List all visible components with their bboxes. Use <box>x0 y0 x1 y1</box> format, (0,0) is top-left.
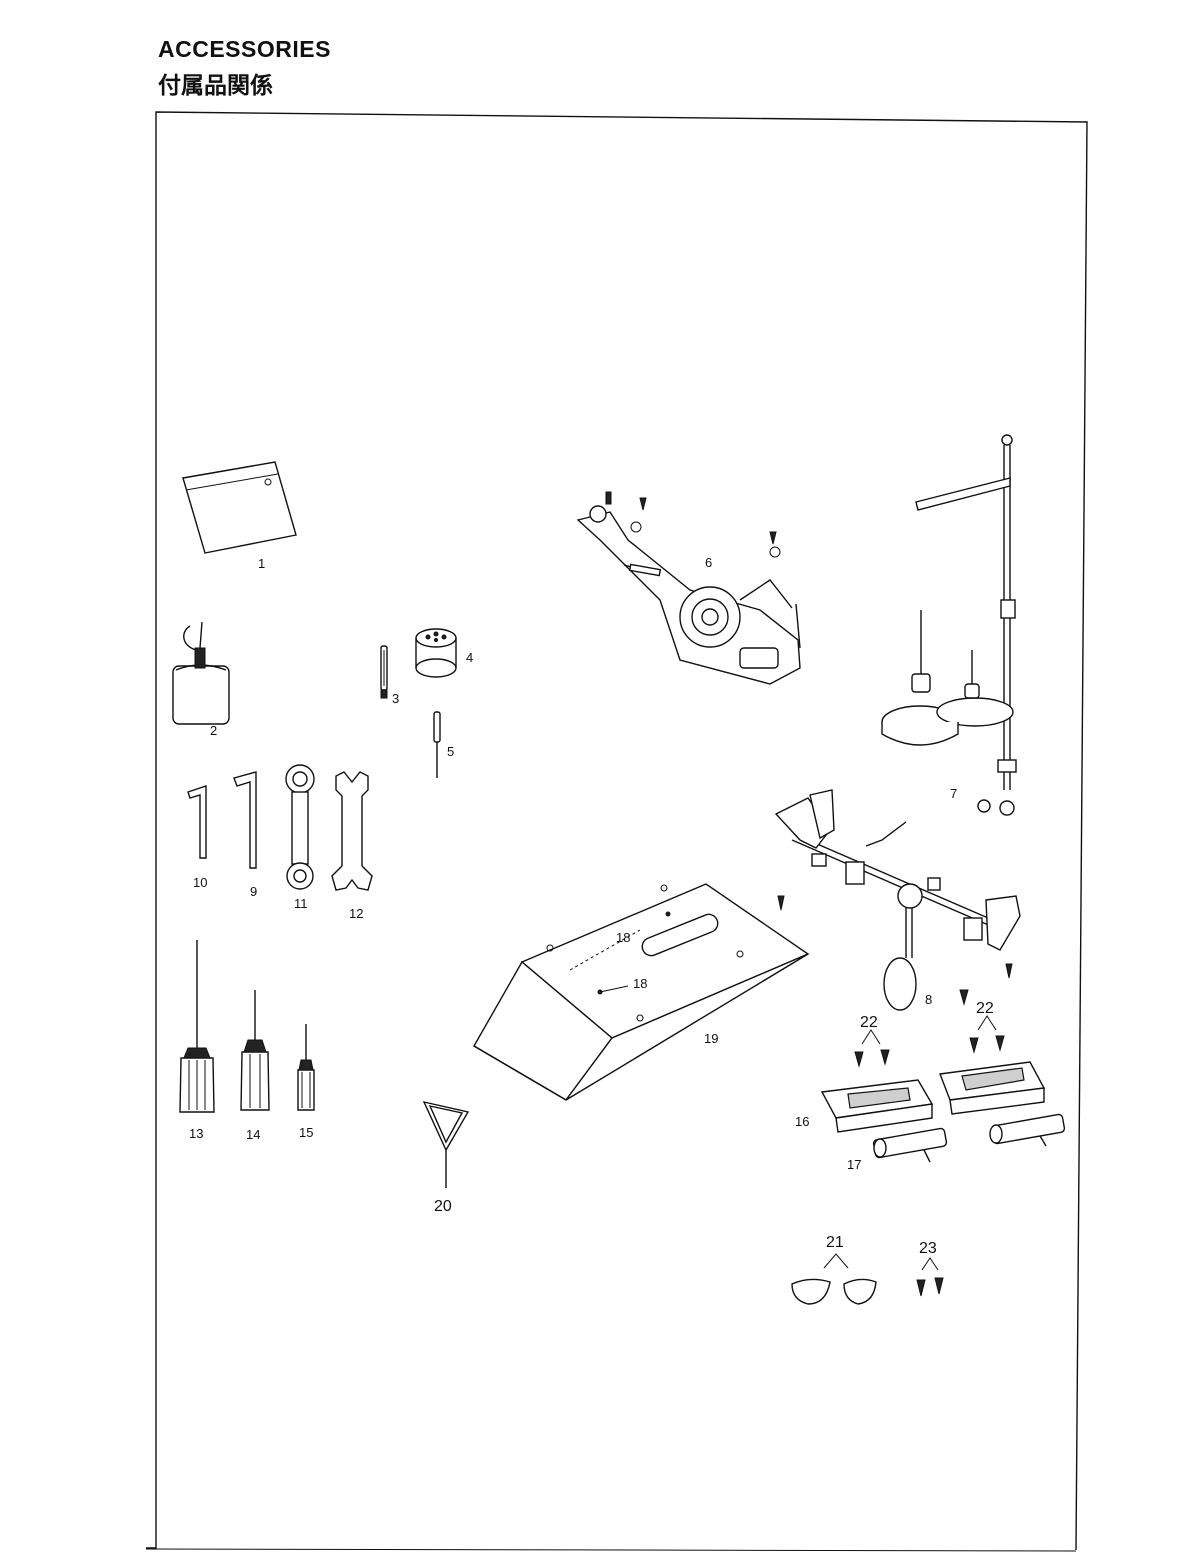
part-screwdriver-large <box>179 940 215 1113</box>
callout-17: 17 <box>847 1157 861 1172</box>
part-screwdriver-small <box>297 1024 315 1111</box>
callout-19: 19 <box>704 1031 718 1046</box>
part-screws-pair-left <box>854 1029 890 1068</box>
part-small-pin <box>380 645 388 699</box>
part-drip-pan <box>473 883 810 1101</box>
part-needle <box>433 711 441 778</box>
part-screws-pair-right <box>969 1015 1005 1054</box>
callout-18-upper: 18 <box>616 930 630 945</box>
callout-12: 12 <box>349 906 363 921</box>
part-box-wrench <box>285 764 315 890</box>
callout-2: 2 <box>210 723 217 738</box>
callout-18-lower: 18 <box>633 976 647 991</box>
part-hex-key-large <box>233 771 257 869</box>
callout-9: 9 <box>250 884 257 899</box>
part-hex-key-small <box>187 785 207 859</box>
part-knee-lifter-assembly <box>774 789 1021 1011</box>
part-t-handle-tool <box>422 1101 470 1188</box>
callout-3: 3 <box>392 691 399 706</box>
part-oiler <box>172 621 230 725</box>
callout-22-left: 22 <box>860 1014 878 1031</box>
part-bobbin-winder <box>576 491 801 685</box>
part-rubber-cushions <box>820 1061 1046 1133</box>
callout-10: 10 <box>193 875 207 890</box>
part-bobbin <box>415 628 457 678</box>
callout-6: 6 <box>705 555 712 570</box>
callout-15: 15 <box>299 1125 313 1140</box>
callout-22-right: 22 <box>976 1000 994 1017</box>
callout-8: 8 <box>925 992 932 1007</box>
part-small-screws <box>916 1257 944 1297</box>
part-spanner <box>331 771 373 891</box>
part-hinge-holders <box>872 1113 1066 1163</box>
callout-5: 5 <box>447 744 454 759</box>
callout-20: 20 <box>434 1198 452 1215</box>
callout-21: 21 <box>826 1234 844 1251</box>
callout-13: 13 <box>189 1126 203 1141</box>
part-thread-stand <box>881 434 1017 816</box>
callout-4: 4 <box>466 650 473 665</box>
part-caps <box>791 1253 877 1305</box>
diagram-frame <box>146 111 1088 1551</box>
page-title: ACCESSORIES <box>158 36 331 62</box>
callout-11: 11 <box>294 896 308 911</box>
callout-14: 14 <box>246 1127 260 1142</box>
callout-23: 23 <box>919 1240 937 1257</box>
part-instruction-sheet <box>182 461 297 554</box>
callout-16: 16 <box>795 1114 809 1129</box>
callout-7: 7 <box>950 786 957 801</box>
part-screwdriver-medium <box>240 990 270 1111</box>
callout-1: 1 <box>258 556 265 571</box>
page-title-japanese: 付属品関係 <box>158 73 273 99</box>
